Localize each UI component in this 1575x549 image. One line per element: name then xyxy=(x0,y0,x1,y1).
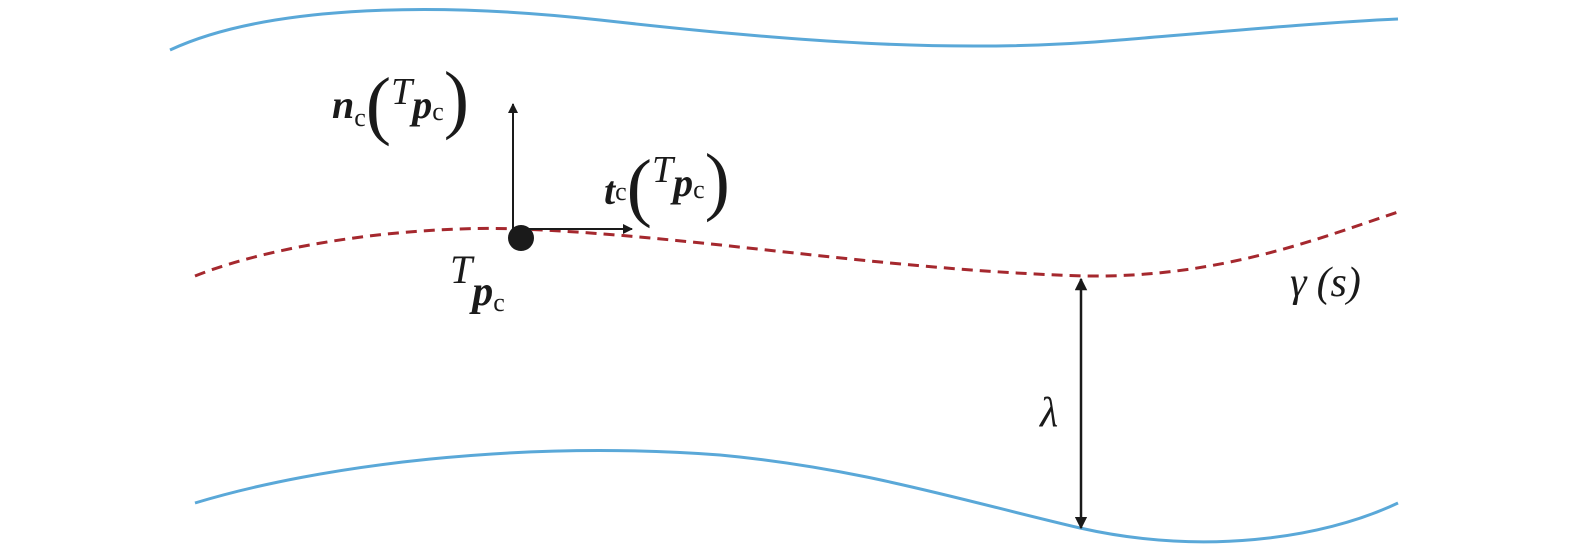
path-symbol: γ xyxy=(1290,260,1308,306)
tangent-symbol: t xyxy=(604,168,617,213)
normal-arg-subscript: c xyxy=(432,97,444,126)
tangent-open-paren: ( xyxy=(627,145,652,229)
point-symbol: T xyxy=(450,247,475,292)
tangent-vector-label: tc(Tpc) xyxy=(604,139,730,229)
path-label: γ(s) xyxy=(1290,260,1361,306)
normal-arg-p: p xyxy=(409,82,432,127)
path-argument: (s) xyxy=(1317,260,1361,306)
tangent-subscript: c xyxy=(615,177,627,206)
upper-boundary-curve xyxy=(169,8,1399,52)
projection-point-label: Tpc xyxy=(450,247,505,317)
normal-close-paren: ) xyxy=(444,57,469,141)
width-label: λ xyxy=(1038,390,1058,436)
tangent-arg-p: p xyxy=(670,160,693,205)
tangent-arg-symbol: T xyxy=(652,149,676,191)
tangent-arg-subscript: c xyxy=(693,175,705,204)
normal-subscript: c xyxy=(354,103,366,132)
normal-arg-symbol: T xyxy=(391,71,415,113)
tangent-close-paren: ) xyxy=(705,139,730,223)
normal-open-paren: ( xyxy=(366,63,391,147)
reference-path-curve xyxy=(194,210,1399,278)
point-subscript: c xyxy=(493,288,505,317)
normal-symbol: n xyxy=(332,82,354,127)
lower-boundary-curve xyxy=(194,449,1399,544)
projection-point xyxy=(508,225,534,251)
point-p: p xyxy=(469,269,493,315)
normal-vector-label: nc(Tpc) xyxy=(332,57,469,147)
